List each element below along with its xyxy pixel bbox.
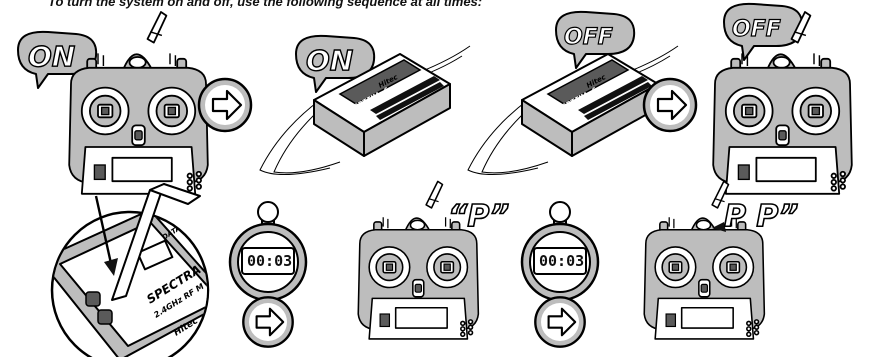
stopwatch-icon bbox=[522, 202, 598, 300]
on-label: ON bbox=[28, 40, 75, 73]
off-balloon-icon: OFF bbox=[556, 12, 634, 68]
timer-display: 00:03 bbox=[247, 252, 292, 270]
arrow-right-icon bbox=[199, 79, 251, 131]
svg-text:OFF: OFF bbox=[732, 17, 781, 42]
arrow-right-icon bbox=[644, 79, 696, 131]
stopwatch-icon bbox=[230, 202, 306, 300]
timer-display: 00:03 bbox=[539, 252, 584, 270]
arrow-right-icon bbox=[535, 297, 584, 346]
svg-text:OFF: OFF bbox=[564, 25, 613, 50]
arrow-right-icon bbox=[243, 297, 292, 346]
beep-double: P P” bbox=[724, 199, 798, 234]
beep-single: “P” bbox=[448, 199, 509, 234]
svg-text:ON: ON bbox=[306, 44, 353, 77]
module-closeup: SPECTRA 2.4GHz RF M DATA Hitec bbox=[40, 184, 230, 357]
off-balloon-icon: OFF bbox=[724, 4, 802, 60]
